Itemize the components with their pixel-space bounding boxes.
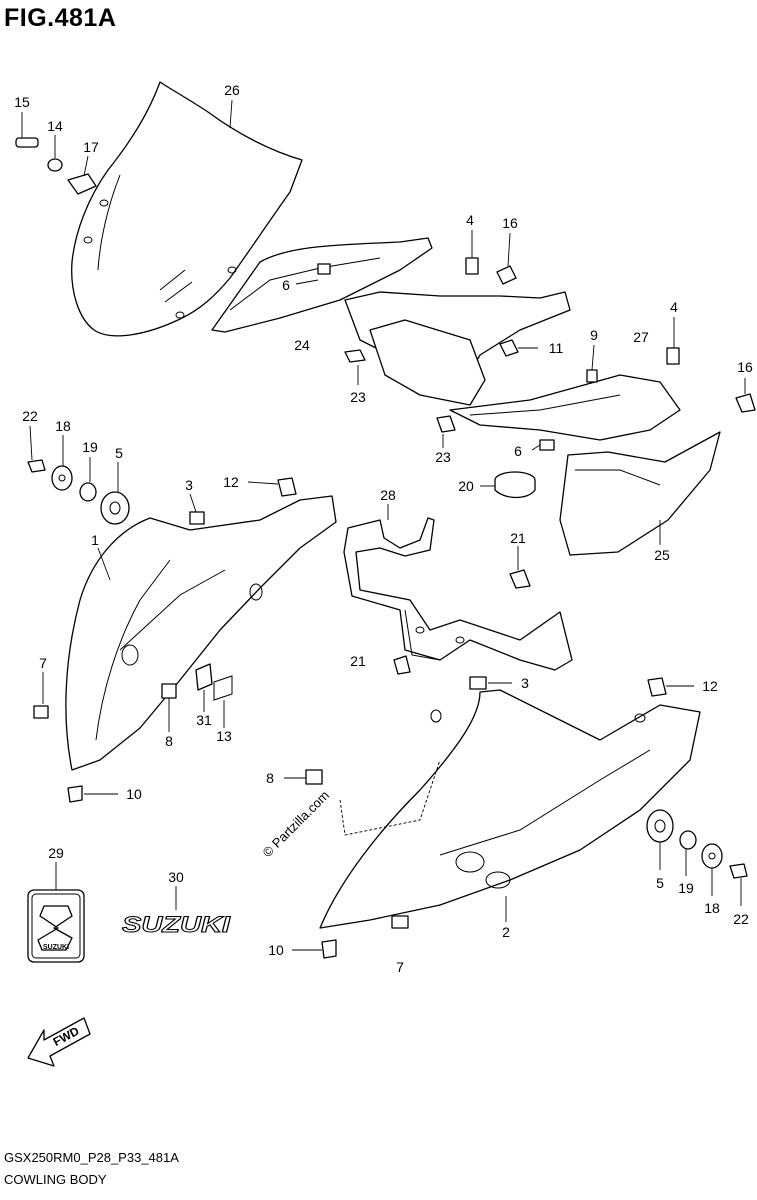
callout-22: 22 bbox=[22, 408, 38, 424]
callout-7: 7 bbox=[39, 655, 47, 671]
screw-23b bbox=[436, 415, 456, 448]
bolt-21b bbox=[393, 655, 411, 675]
callout-2: 2 bbox=[502, 924, 510, 940]
part-side-cowl-1 bbox=[65, 495, 337, 771]
part-frame-bracket-28 bbox=[343, 517, 573, 671]
screw-23a bbox=[344, 349, 366, 385]
callout-12: 12 bbox=[223, 474, 239, 490]
callout-15: 15 bbox=[14, 94, 30, 110]
washer-18a bbox=[51, 435, 73, 491]
part-side-cowl-2 bbox=[319, 689, 701, 929]
grommet-5a bbox=[100, 462, 130, 525]
bolt-16b bbox=[735, 378, 756, 413]
part-lower-frame bbox=[449, 374, 681, 451]
callout-30: 30 bbox=[168, 869, 184, 885]
bolt-21a bbox=[509, 546, 531, 589]
callout-3: 3 bbox=[521, 675, 529, 691]
callout-19: 19 bbox=[678, 880, 694, 896]
model-code: GSX250RM0_P28_P33_481A bbox=[4, 1150, 179, 1165]
callout-16: 16 bbox=[737, 359, 753, 375]
callout-12: 12 bbox=[702, 678, 718, 694]
logo-30-text: SUZUKI bbox=[122, 912, 231, 937]
callout-10: 10 bbox=[268, 942, 284, 958]
callout-8: 8 bbox=[165, 733, 173, 749]
callout-27: 27 bbox=[633, 329, 649, 345]
screw-22a bbox=[27, 425, 46, 473]
washer-14 bbox=[47, 135, 63, 172]
nut-8b bbox=[305, 769, 323, 785]
callout-23: 23 bbox=[350, 389, 366, 405]
callout-20: 20 bbox=[458, 478, 474, 494]
callout-4: 4 bbox=[670, 299, 678, 315]
part-upper-bracket bbox=[211, 237, 433, 333]
callout-28: 28 bbox=[380, 487, 396, 503]
callout-16: 16 bbox=[502, 215, 518, 231]
callout-1: 1 bbox=[91, 532, 99, 548]
grommet-20 bbox=[480, 471, 536, 499]
callout-18: 18 bbox=[55, 418, 71, 434]
callout-6: 6 bbox=[282, 277, 290, 293]
washer-18b bbox=[701, 843, 723, 896]
fwd-arrow-icon bbox=[27, 1017, 91, 1067]
callout-21: 21 bbox=[350, 653, 366, 669]
callout-4: 4 bbox=[466, 212, 474, 228]
screw-15 bbox=[15, 112, 39, 148]
callout-14: 14 bbox=[47, 118, 63, 134]
callout-6: 6 bbox=[514, 443, 522, 459]
callout-21: 21 bbox=[510, 530, 526, 546]
callout-13: 13 bbox=[216, 728, 232, 744]
bolt-11 bbox=[499, 339, 538, 357]
callout-19: 19 bbox=[82, 439, 98, 455]
callout-11: 11 bbox=[549, 340, 564, 356]
collar-19a bbox=[79, 457, 97, 502]
callout-29: 29 bbox=[48, 845, 64, 861]
nut-4b bbox=[666, 347, 680, 365]
callout-23: 23 bbox=[435, 449, 451, 465]
nut-4a bbox=[465, 257, 479, 275]
nut-3a bbox=[189, 511, 205, 525]
watermark-text: © Partzilla.com bbox=[260, 788, 333, 861]
callout-8: 8 bbox=[266, 770, 274, 786]
nut-3b bbox=[469, 676, 487, 690]
callout-25: 25 bbox=[654, 547, 670, 563]
nut-7a bbox=[33, 705, 49, 719]
part-lower-cowl-25 bbox=[559, 431, 721, 556]
label-31 bbox=[195, 663, 213, 691]
nut-17 bbox=[67, 155, 97, 195]
callout-31: 31 bbox=[196, 712, 212, 728]
rivet-10b bbox=[292, 939, 337, 959]
figure-name: COWLING BODY bbox=[4, 1172, 107, 1187]
callout-17: 17 bbox=[83, 139, 99, 155]
callout-5: 5 bbox=[115, 445, 123, 461]
callout-26: 26 bbox=[224, 82, 240, 98]
figure-title: FIG.481A bbox=[4, 4, 117, 32]
callout-22: 22 bbox=[733, 911, 749, 927]
screw-12b bbox=[647, 677, 694, 697]
screw-12a bbox=[247, 477, 297, 497]
bolt-16a bbox=[496, 232, 517, 285]
emblem-29-text: SUZUKI bbox=[43, 944, 69, 951]
collar-19b bbox=[679, 830, 697, 876]
screw-22b bbox=[729, 863, 748, 906]
clip-9 bbox=[586, 369, 598, 383]
grommet-5b bbox=[646, 809, 674, 870]
emblem-29 bbox=[27, 862, 85, 963]
nut-7b bbox=[391, 915, 409, 929]
nut-8a bbox=[161, 683, 177, 699]
label-13 bbox=[213, 675, 233, 701]
callout-3: 3 bbox=[185, 477, 193, 493]
callout-9: 9 bbox=[590, 327, 598, 343]
callout-labels: 15 14 17 26 4 16 6 24 11 9 27 4 16 23 23… bbox=[14, 82, 753, 975]
callout-7: 7 bbox=[396, 959, 404, 975]
part-instrument-bracket bbox=[344, 291, 571, 406]
part-windscreen bbox=[71, 81, 303, 337]
rivet-10a bbox=[67, 785, 118, 803]
callout-18: 18 bbox=[704, 900, 720, 916]
callout-24: 24 bbox=[294, 337, 310, 353]
callout-5: 5 bbox=[656, 875, 664, 891]
callout-10: 10 bbox=[126, 786, 142, 802]
